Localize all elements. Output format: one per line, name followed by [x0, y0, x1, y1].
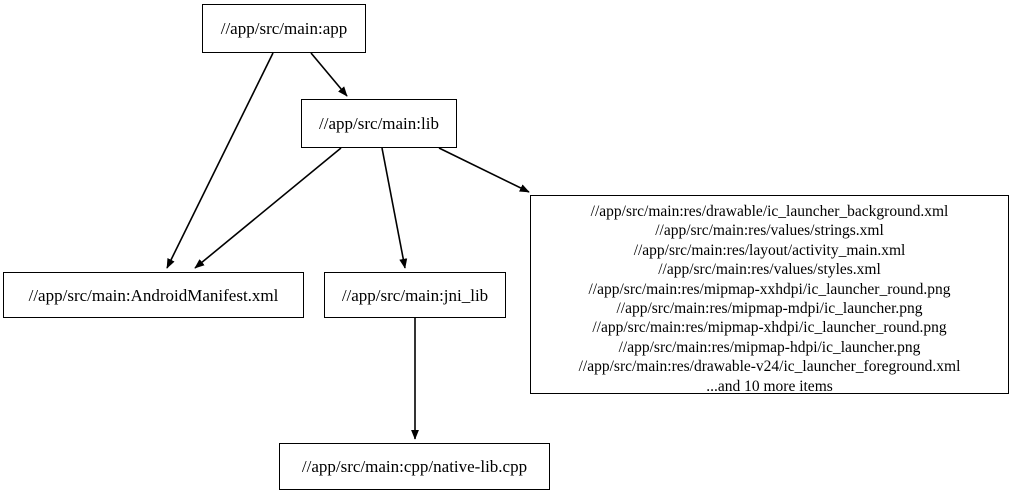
res-item-drawable-v24-ic-launcher-foreground: //app/src/main:res/drawable-v24/ic_launc… — [578, 358, 961, 376]
res-item-mipmap-xxhdpi-ic-launcher-round: //app/src/main:res/mipmap-xxhdpi/ic_laun… — [588, 280, 951, 298]
edge-lib-to-jni-lib — [381, 147, 408, 269]
res-item-values-strings: //app/src/main:res/values/strings.xml — [655, 222, 884, 240]
edge-lib-to-res-group — [438, 147, 530, 193]
res-item-more-items-note: ...and 10 more items — [706, 377, 833, 395]
res-item-mipmap-hdpi-ic-launcher: //app/src/main:res/mipmap-hdpi/ic_launch… — [618, 338, 921, 356]
res-item-drawable-ic-launcher-background: //app/src/main:res/drawable/ic_launcher_… — [590, 203, 949, 220]
node-android-manifest[interactable]: //app/src/main:AndroidManifest.xml — [3, 272, 304, 318]
node-app-label: //app/src/main:app — [220, 19, 348, 38]
node-lib[interactable]: //app/src/main:lib — [301, 99, 457, 148]
res-item-mipmap-xhdpi-ic-launcher-round: //app/src/main:res/mipmap-xhdpi/ic_launc… — [592, 319, 947, 337]
res-item-values-styles: //app/src/main:res/values/styles.xml — [658, 261, 881, 279]
node-jni-lib[interactable]: //app/src/main:jni_lib — [324, 272, 506, 318]
edge-app-to-lib — [310, 52, 348, 97]
edge-lib-to-manifest — [194, 147, 342, 269]
res-item-layout-activity-main: //app/src/main:res/layout/activity_main.… — [633, 241, 906, 259]
node-lib-label: //app/src/main:lib — [319, 114, 439, 133]
node-res-group[interactable]: //app/src/main:res/drawable/ic_launcher_… — [530, 195, 1009, 395]
node-android-manifest-label: //app/src/main:AndroidManifest.xml — [28, 285, 279, 305]
res-item-mipmap-mdpi-ic-launcher: //app/src/main:res/mipmap-mdpi/ic_launch… — [616, 300, 923, 318]
node-app[interactable]: //app/src/main:app — [202, 4, 366, 53]
node-native-lib-cpp-label: //app/src/main:cpp/native-lib.cpp — [301, 457, 528, 476]
node-jni-lib-label: //app/src/main:jni_lib — [341, 285, 489, 305]
node-native-lib-cpp[interactable]: //app/src/main:cpp/native-lib.cpp — [279, 443, 550, 490]
edge-app-to-manifest — [166, 52, 274, 269]
